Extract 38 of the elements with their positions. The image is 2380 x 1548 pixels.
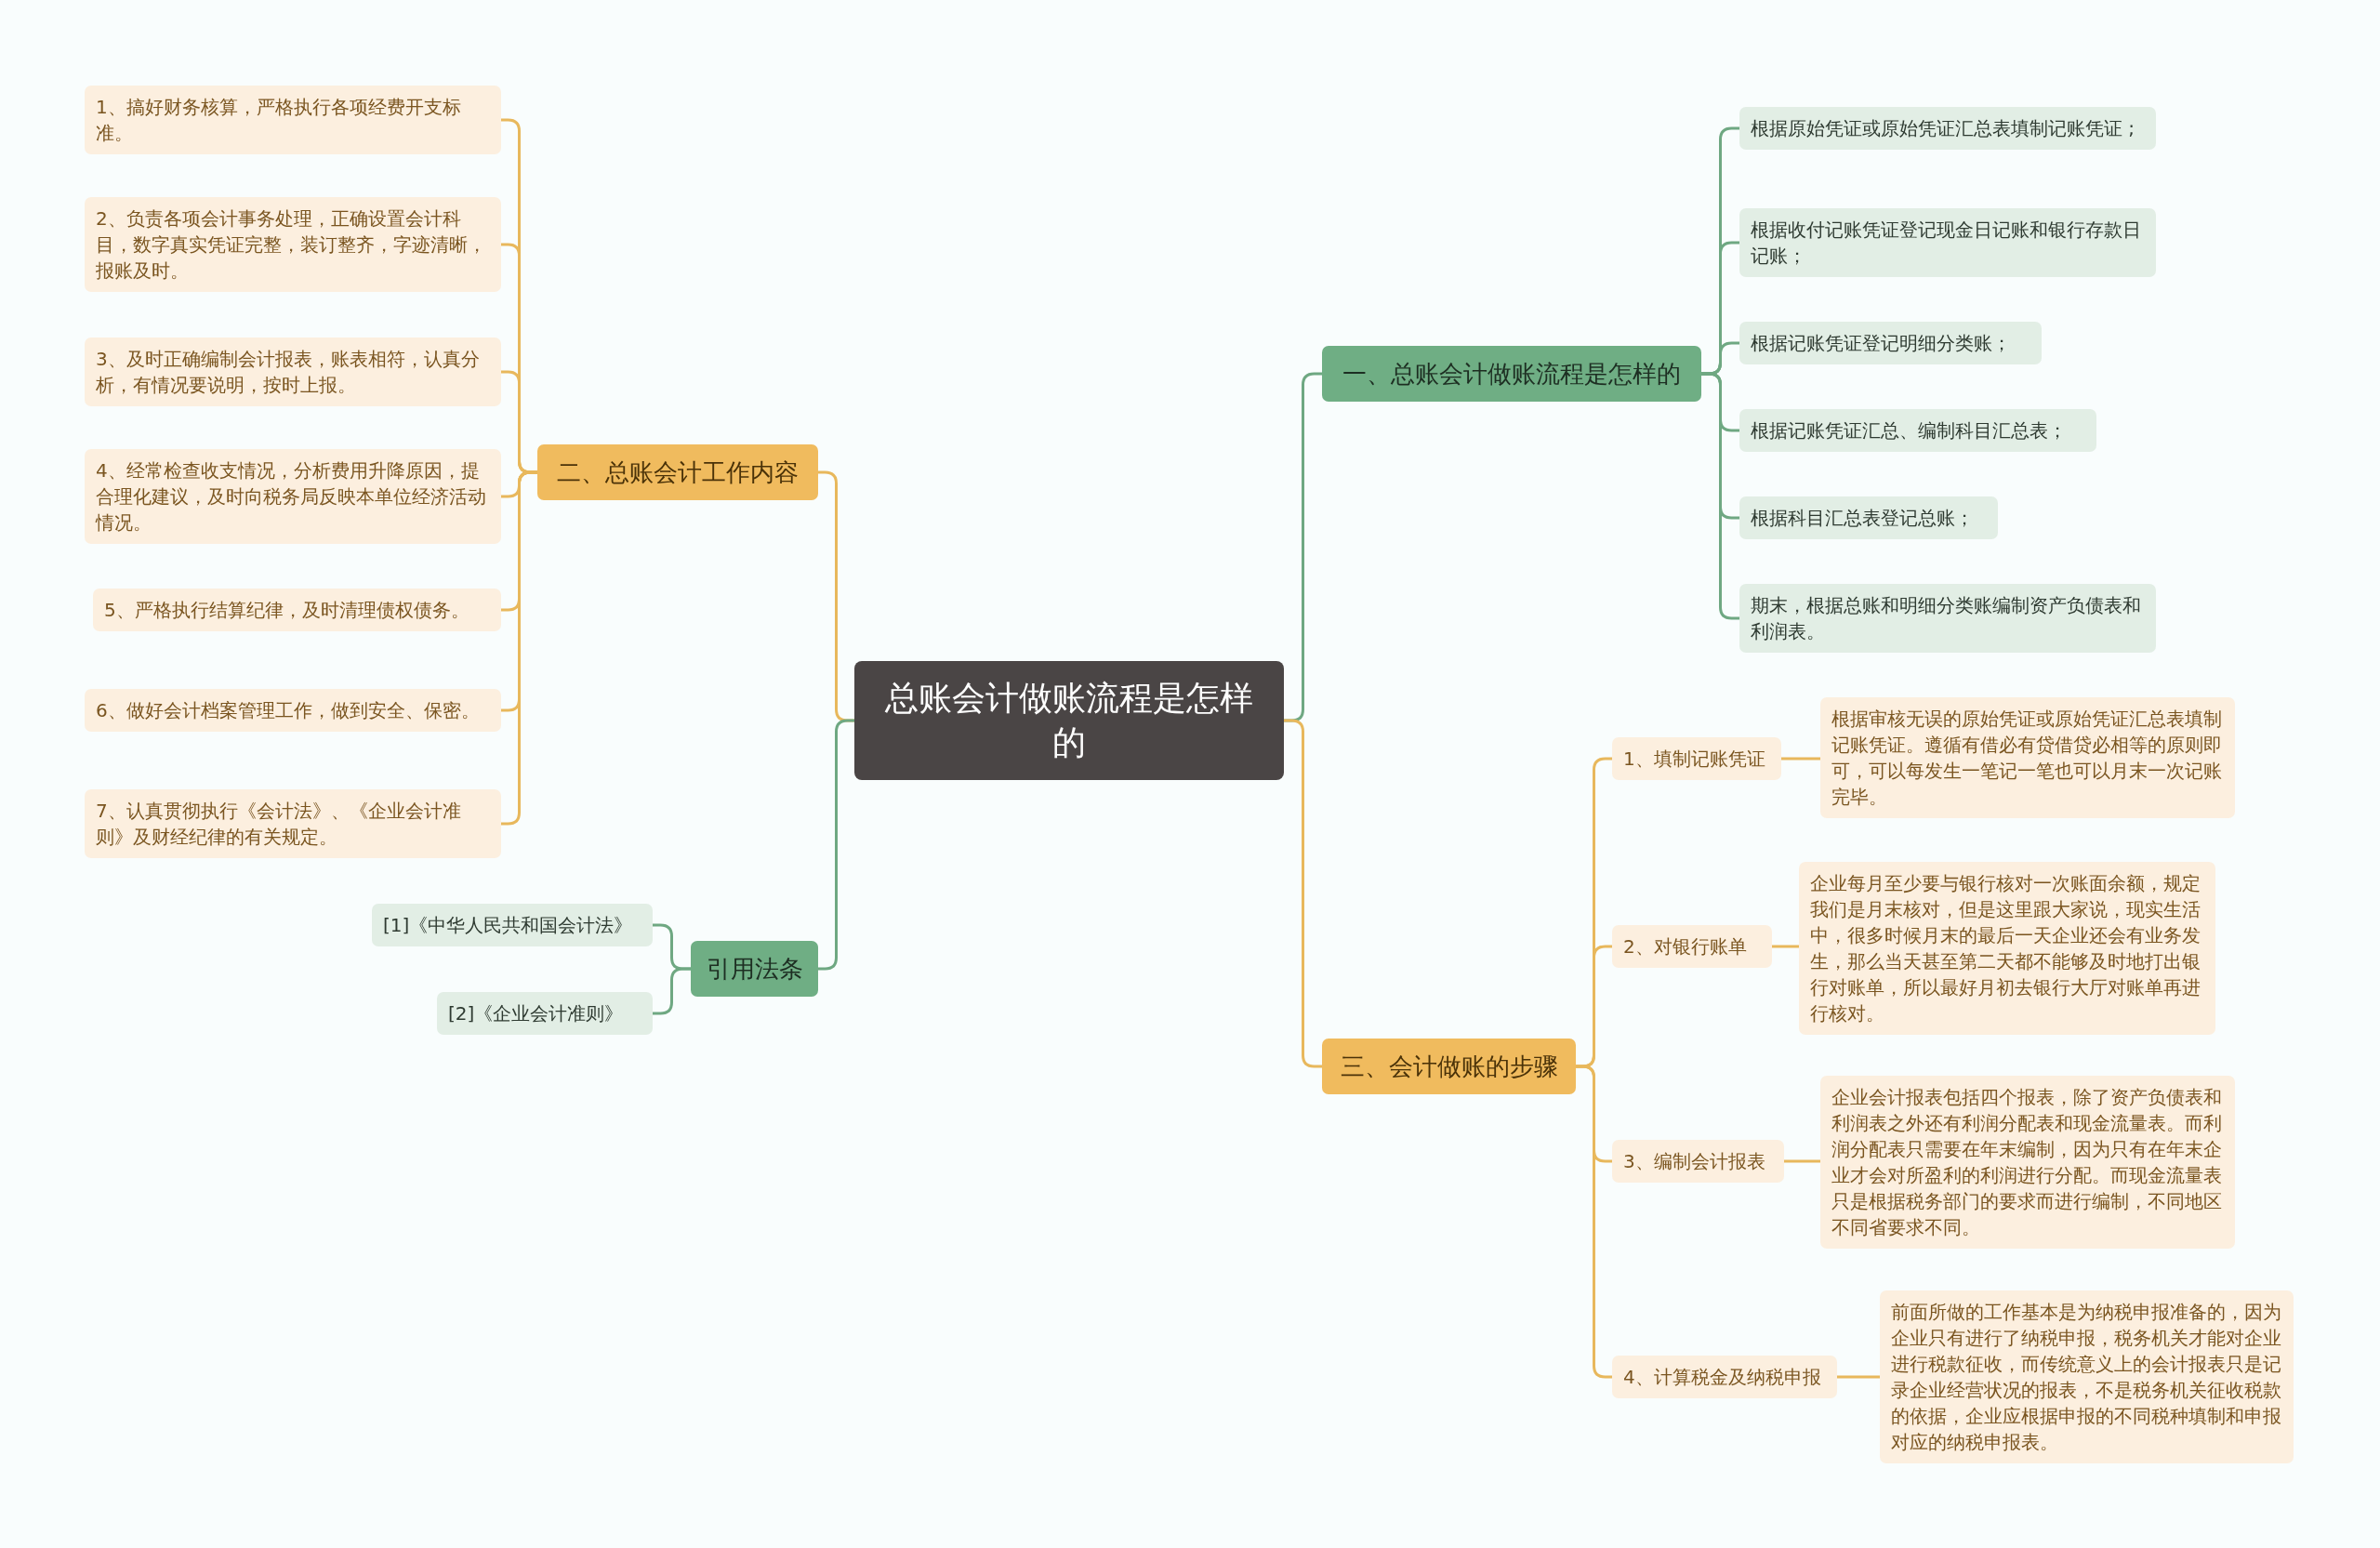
connector-line (1284, 719, 1322, 1068)
subtopic-box: 根据审核无误的原始凭证或原始凭证汇总表填制记账凭证。遵循有借必有贷借贷必相等的原则即可，可以每发生一笔记一笔也可以月末一次记账完毕。 (1820, 697, 2235, 818)
subtopic-box: 前面所做的工作基本是为纳税申报准备的，因为企业只有进行了纳税申报，税务机关才能对企业进行税款征收，而传统意义上的会计报表只是记录企业经营状况的报表，不是税务机关征收税款的依据，企业应根据申报的不同税种填制和申报对应的纳税申报表。 (1880, 1290, 2294, 1463)
branch-topic-box: 三、会计做账的步骤 (1322, 1039, 1576, 1094)
subtopic-box: 企业会计报表包括四个报表，除了资产负债表和利润表之外还有利润分配表和现金流量表。而利润分配表只需要在年末编制，因为只有在年末企业才会对所盈利的利润进行分配。而现金流量表只是根据税务部门的要求而进行编制，不同地区不同省要求不同。 (1820, 1076, 2235, 1249)
connector-line (1772, 945, 1799, 948)
subtopic-box: 2、对银行账单 (1612, 925, 1772, 968)
subtopic-box: 7、认真贯彻执行《会计法》、《企业会计准则》及财经纪律的有关规定。 (85, 789, 501, 858)
subtopic-box: 5、严格执行结算纪律，及时清理债权债务。 (93, 589, 501, 631)
subtopic-box: 2、负责各项会计事务处理，正确设置会计科目，数字真实凭证完整，装订整齐，字迹清晰，报账及时。 (85, 197, 501, 292)
branch-topic-box: 一、总账会计做账流程是怎样的 (1322, 346, 1701, 402)
connector-line (1784, 1159, 1820, 1163)
subtopic-box: 3、编制会计报表 (1612, 1140, 1784, 1183)
subtopic-box: 根据收付记账凭证登记现金日记账和银行存款日记账； (1739, 208, 2156, 277)
subtopic-box: 根据记账凭证登记明细分类账； (1739, 322, 2042, 364)
subtopic-box: 1、填制记账凭证 (1612, 737, 1781, 780)
connector-line (1837, 1375, 1880, 1379)
connector-line (818, 719, 854, 971)
subtopic-box: 期末，根据总账和明细分类账编制资产负债表和利润表。 (1739, 584, 2156, 653)
subtopic-box: 4、经常检查收支情况，分析费用升降原因，提合理化建议，及时向税务局反映本单位经济活动情况。 (85, 449, 501, 544)
subtopic-box: [2]《企业会计准则》 (437, 992, 653, 1035)
connector-line (1781, 757, 1820, 761)
subtopic-box: [1]《中华人民共和国会计法》 (372, 904, 653, 946)
connector-line (1701, 372, 1739, 620)
branch-topic-box: 引用法条 (691, 941, 818, 997)
subtopic-box: 4、计算税金及纳税申报 (1612, 1356, 1837, 1398)
subtopic-box: 根据科目汇总表登记总账； (1739, 496, 1998, 539)
subtopic-box: 1、搞好财务核算，严格执行各项经费开支标准。 (85, 86, 501, 154)
subtopic-box: 3、及时正确编制会计报表，账表相符，认真分析，有情况要说明，按时上报。 (85, 337, 501, 406)
subtopic-box: 6、做好会计档案管理工作，做到安全、保密。 (85, 689, 501, 732)
connector-line (1576, 1065, 1612, 1379)
subtopic-box: 根据记账凭证汇总、编制科目汇总表； (1739, 409, 2096, 452)
central-topic-box: 总账会计做账流程是怎样的 (854, 661, 1284, 780)
subtopic-box: 企业每月至少要与银行核对一次账面余额，规定我们是月末核对，但是这里跟大家说，现实生活中，很多时候月末的最后一天企业还会有业务发生，那么当天甚至第二天都不能够及时地打出银行对账单，所以最好月初去银行大厅对账单再进行核对。 (1799, 862, 2215, 1035)
subtopic-box: 根据原始凭证或原始凭证汇总表填制记账凭证 ; (1739, 107, 2156, 150)
connector-line (653, 967, 691, 1015)
connector-line (501, 470, 537, 826)
branch-topic-box: 二、总账会计工作内容 (537, 444, 818, 500)
